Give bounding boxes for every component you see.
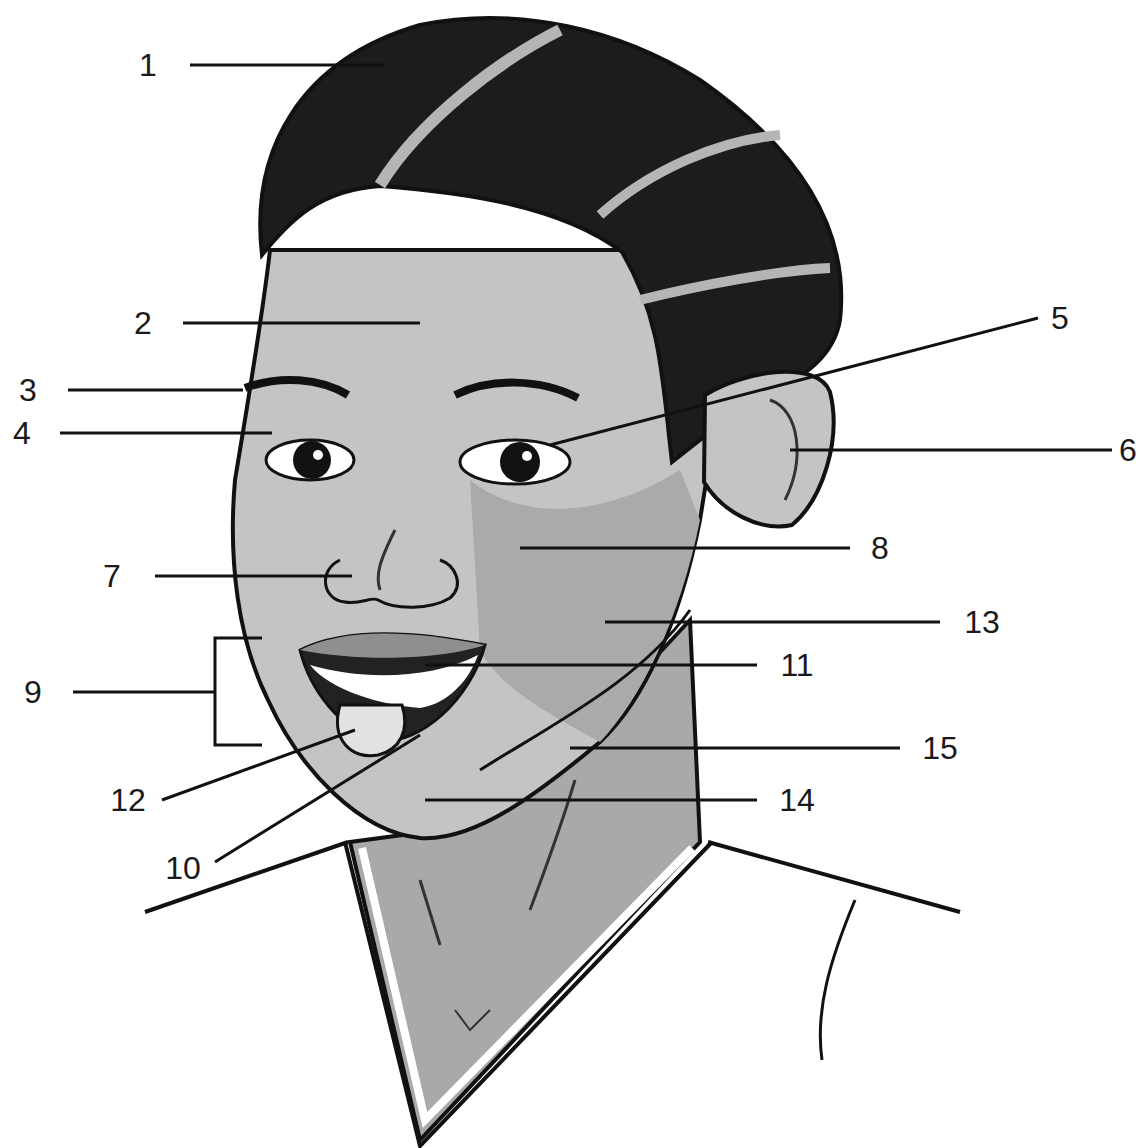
callout-number: 1	[136, 48, 160, 82]
callout-number: 9	[21, 675, 45, 709]
callout-number: 14	[776, 783, 818, 817]
callout-number: 7	[100, 559, 124, 593]
callout-number: 13	[961, 605, 1003, 639]
callout-number: 15	[919, 731, 961, 765]
callout-number: 3	[16, 373, 40, 407]
callout-number: 12	[107, 783, 149, 817]
callout-number: 6	[1116, 433, 1140, 467]
callout-number: 10	[162, 851, 204, 885]
callout-number: 11	[777, 648, 816, 682]
callout-number: 5	[1048, 301, 1072, 335]
callout-number: 2	[131, 306, 155, 340]
callout-number: 4	[10, 416, 34, 450]
callout-number: 8	[868, 531, 892, 565]
